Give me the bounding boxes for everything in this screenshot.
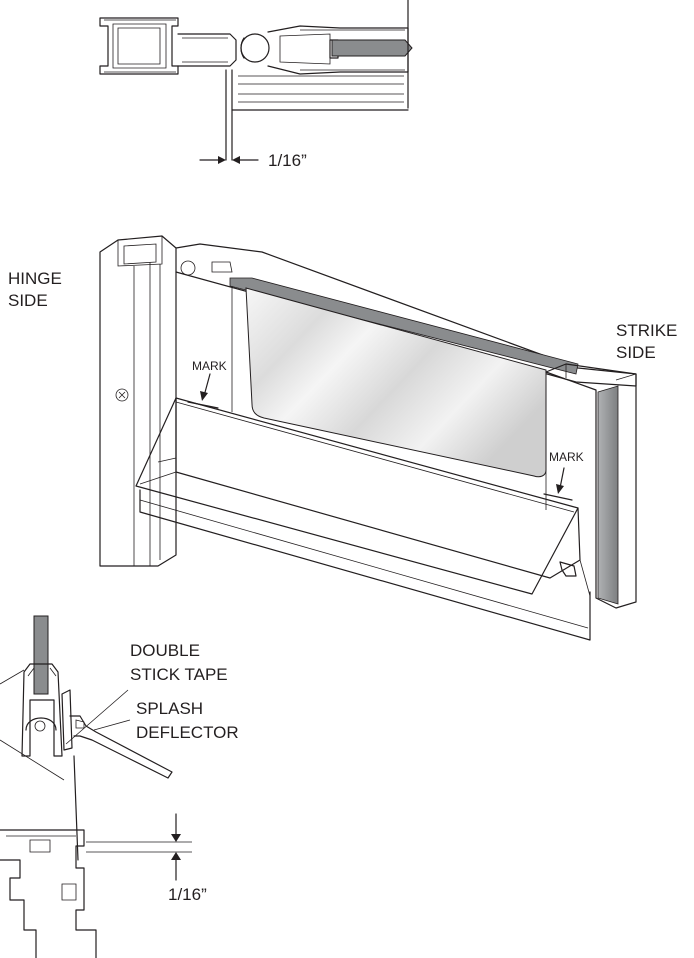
mark-right-label: MARK bbox=[549, 450, 584, 464]
top-section-detail: 1/16” bbox=[99, 0, 413, 170]
deflector-section-detail: 1/16” DOUBLE STICK TAPE SPLASH DEFLECTOR bbox=[0, 615, 239, 958]
strike-label: STRIKE bbox=[616, 321, 677, 340]
splash-label-line2: DEFLECTOR bbox=[136, 723, 239, 742]
hinge-label: HINGE bbox=[8, 269, 62, 288]
tape-label-line2: STICK TAPE bbox=[130, 665, 228, 684]
mark-left-label: MARK bbox=[192, 359, 227, 373]
door-assembly-view: HINGE SIDE STRIKE SIDE MARK MARK bbox=[8, 235, 677, 641]
hinge-side-label: SIDE bbox=[8, 291, 48, 310]
tape-label-line1: DOUBLE bbox=[130, 641, 200, 660]
bottom-dimension-label: 1/16” bbox=[168, 885, 207, 904]
splash-label-line1: SPLASH bbox=[136, 699, 203, 718]
strike-side-label: SIDE bbox=[616, 343, 656, 362]
top-dimension-label: 1/16” bbox=[268, 151, 307, 170]
